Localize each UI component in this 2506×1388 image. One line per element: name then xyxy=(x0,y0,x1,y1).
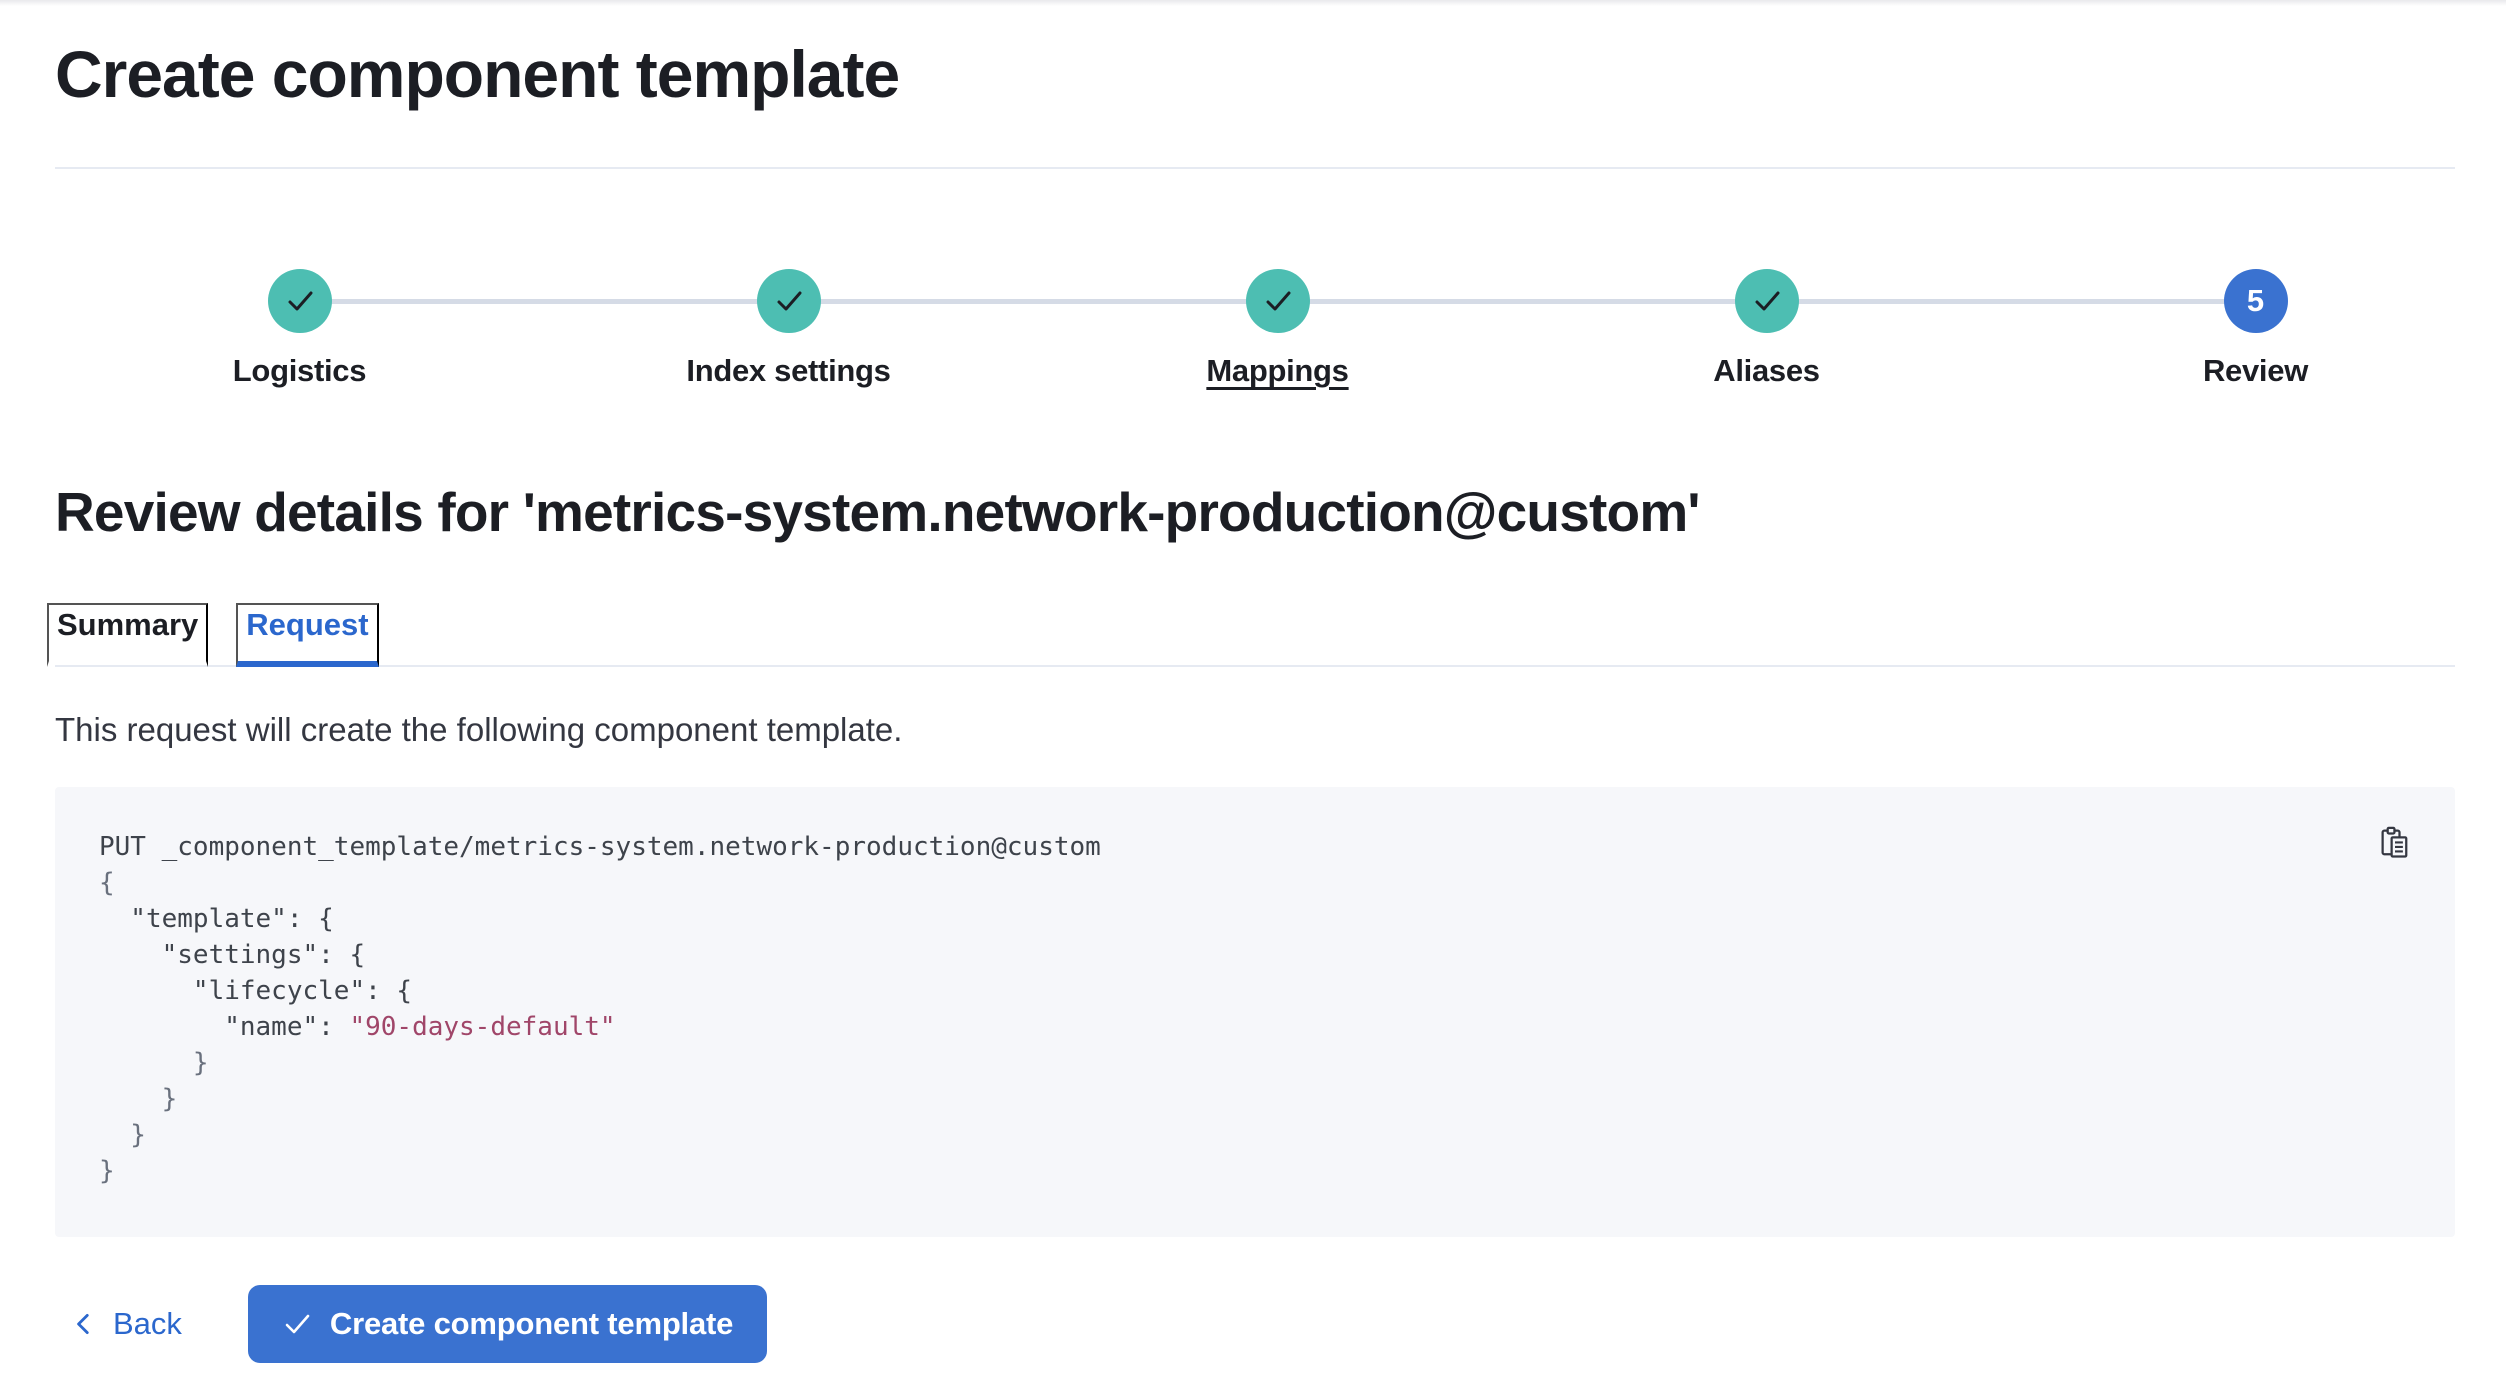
request-description: This request will create the following c… xyxy=(55,711,903,748)
step-mappings-circle[interactable] xyxy=(1245,269,1310,333)
stepper: Logistics Index settings Mappings xyxy=(55,269,2500,389)
create-component-template-button[interactable]: Create component template xyxy=(247,1285,768,1363)
check-icon xyxy=(288,291,312,311)
create-component-template-page: Create component template Logistics Inde… xyxy=(0,6,2506,1363)
step-logistics[interactable]: Logistics xyxy=(55,269,544,389)
code-line: "lifecycle": { xyxy=(99,976,413,1006)
step-logistics-circle[interactable] xyxy=(267,269,332,333)
code-line: } xyxy=(99,1048,209,1078)
step-review-number: 5 xyxy=(2246,283,2265,318)
code-line-name-value: "name": "90-days-default" xyxy=(99,1009,2415,1045)
step-mappings[interactable]: Mappings xyxy=(1033,269,1522,389)
step-mappings-label[interactable]: Mappings xyxy=(1206,353,1349,388)
check-icon xyxy=(1266,291,1290,311)
title-divider xyxy=(55,167,2455,169)
code-line: "template": { xyxy=(99,904,334,934)
code-line: "settings": { xyxy=(99,940,366,970)
code-name-key: "name": xyxy=(99,1012,350,1042)
tab-request[interactable]: Request xyxy=(236,603,379,667)
page-title: Create component template xyxy=(55,37,900,111)
code-line: } xyxy=(99,1084,178,1114)
chevron-left-icon xyxy=(77,1313,89,1335)
check-icon xyxy=(1755,291,1779,311)
step-logistics-label[interactable]: Logistics xyxy=(232,353,367,388)
code-line: } xyxy=(99,1120,146,1150)
code-line: { xyxy=(99,868,115,898)
code-name-string-value: "90-days-default" xyxy=(349,1012,616,1042)
back-button[interactable]: Back xyxy=(55,1285,198,1363)
step-review-circle: 5 xyxy=(2223,269,2288,333)
review-details-heading: Review details for 'metrics-system.netwo… xyxy=(55,481,1701,543)
review-tabs: Summary Request xyxy=(47,603,2455,667)
step-index-settings-label[interactable]: Index settings xyxy=(686,353,891,388)
step-aliases-circle[interactable] xyxy=(1734,269,1799,333)
step-aliases-label[interactable]: Aliases xyxy=(1713,353,1820,388)
check-icon xyxy=(285,1314,310,1334)
create-button-label: Create component template xyxy=(329,1306,734,1341)
code-line-request: PUT _component_template/metrics-system.n… xyxy=(99,832,1101,862)
tab-summary[interactable]: Summary xyxy=(47,603,209,667)
step-index-settings-circle[interactable] xyxy=(756,269,821,333)
step-aliases[interactable]: Aliases xyxy=(1522,269,2011,389)
step-index-settings[interactable]: Index settings xyxy=(544,269,1033,389)
window-top-edge xyxy=(0,0,2506,6)
check-icon xyxy=(777,291,801,311)
request-code-block: PUT _component_template/metrics-system.n… xyxy=(55,787,2455,1237)
step-review: 5 Review xyxy=(2011,269,2500,389)
copy-clipboard-icon xyxy=(2381,826,2408,858)
back-button-label: Back xyxy=(113,1306,182,1341)
wizard-footer: Back Create component template xyxy=(55,1285,2455,1363)
step-review-label: Review xyxy=(2202,353,2309,388)
code-line: } xyxy=(99,1156,115,1186)
copy-request-button[interactable] xyxy=(2369,817,2421,869)
